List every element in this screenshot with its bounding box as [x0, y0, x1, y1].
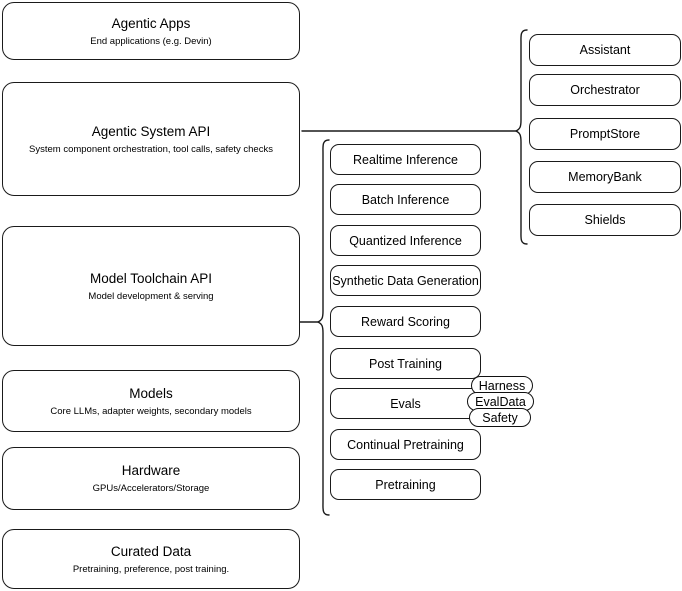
- component-shields[interactable]: Shields: [529, 204, 681, 236]
- component-evals[interactable]: Evals: [330, 388, 481, 419]
- component-reward-scoring[interactable]: Reward Scoring: [330, 306, 481, 337]
- layer-subtitle: End applications (e.g. Devin): [90, 35, 212, 47]
- layer-hardware[interactable]: Hardware GPUs/Accelerators/Storage: [2, 447, 300, 510]
- layer-title: Curated Data: [110, 543, 192, 559]
- evals-sub-safety[interactable]: Safety: [469, 408, 531, 427]
- component-pretraining[interactable]: Pretraining: [330, 469, 481, 500]
- layer-agentic-system-api[interactable]: Agentic System API System component orch…: [2, 82, 300, 196]
- layer-subtitle: System component orchestration, tool cal…: [29, 143, 273, 155]
- layer-title: Model Toolchain API: [89, 270, 213, 286]
- right-brace-icon: [515, 29, 528, 245]
- layer-title: Agentic System API: [91, 123, 211, 139]
- layer-subtitle: GPUs/Accelerators/Storage: [92, 483, 210, 494]
- layer-curated-data[interactable]: Curated Data Pretraining, preference, po…: [2, 529, 300, 589]
- component-assistant[interactable]: Assistant: [529, 34, 681, 66]
- component-synthetic-data-generation[interactable]: Synthetic Data Generation: [330, 265, 481, 296]
- component-memorybank[interactable]: MemoryBank: [529, 161, 681, 193]
- layer-title: Models: [129, 385, 173, 401]
- component-batch-inference[interactable]: Batch Inference: [330, 184, 481, 215]
- layer-model-toolchain-api[interactable]: Model Toolchain API Model development & …: [2, 226, 300, 346]
- component-realtime-inference[interactable]: Realtime Inference: [330, 144, 481, 175]
- component-post-training[interactable]: Post Training: [330, 348, 481, 379]
- layer-subtitle: Model development & serving: [88, 290, 214, 302]
- layer-subtitle: Core LLMs, adapter weights, secondary mo…: [50, 405, 252, 417]
- layer-subtitle: Pretraining, preference, post training.: [72, 563, 230, 575]
- layer-models[interactable]: Models Core LLMs, adapter weights, secon…: [2, 370, 300, 432]
- middle-brace-icon: [317, 139, 330, 516]
- layer-agentic-apps[interactable]: Agentic Apps End applications (e.g. Devi…: [2, 2, 300, 60]
- component-orchestrator[interactable]: Orchestrator: [529, 74, 681, 106]
- layer-title: Agentic Apps: [111, 15, 191, 31]
- component-quantized-inference[interactable]: Quantized Inference: [330, 225, 481, 256]
- component-continual-pretraining[interactable]: Continual Pretraining: [330, 429, 481, 460]
- component-promptstore[interactable]: PromptStore: [529, 118, 681, 150]
- layer-title: Hardware: [121, 463, 181, 478]
